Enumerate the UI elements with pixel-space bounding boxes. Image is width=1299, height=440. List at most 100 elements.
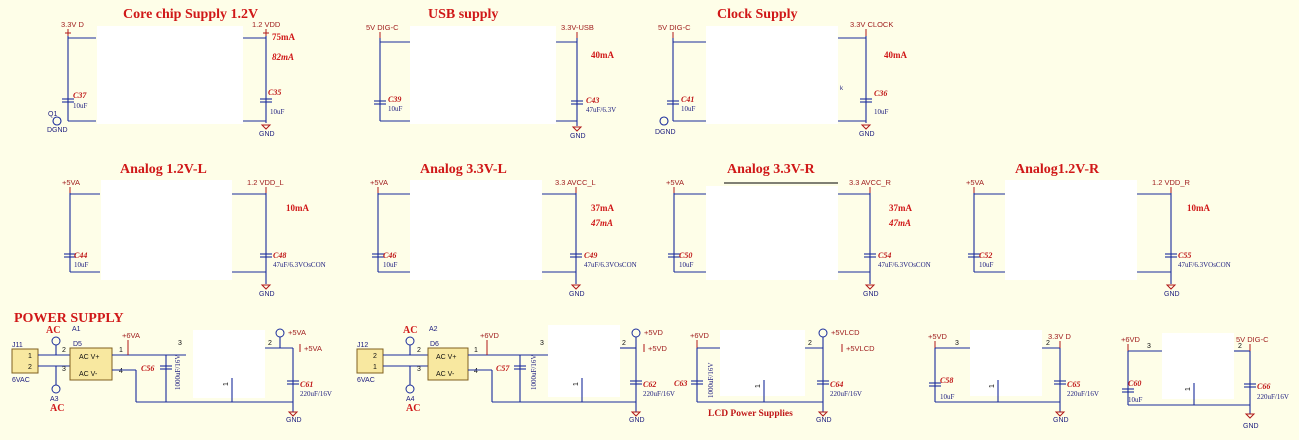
svg-text:2: 2 (1238, 343, 1242, 350)
net-gnd-clock: GND (859, 131, 875, 138)
a12r-ic-placeholder (1005, 180, 1137, 280)
current-47ma-l: 47mA (590, 218, 613, 228)
a12l-ic-placeholder (101, 180, 232, 280)
cap-c60-label: C60 (1128, 379, 1141, 388)
ac-label-top-b: AC (403, 325, 417, 336)
d5-acvminus: AC V- (79, 371, 98, 378)
net-5vdigc-usb-label: 5V DIG-C (366, 23, 399, 32)
net-5vlcd-flag: +5VLCD (846, 344, 875, 353)
cap-c35-value: 10uF (270, 108, 285, 116)
power-supply-b-block: J12 21 6VAC 23 AC A2 A4 AC D6 AC V+ AC V… (356, 325, 675, 424)
lcd-supply-block: +6VD C63 1000uF/16V 1 2 +5VLCD +5VLCD C6… (674, 328, 875, 424)
cap-c55-value: 47uF/6.3VOsCON (1178, 261, 1231, 269)
ac-label-bottom-a: AC (50, 403, 64, 414)
clock-supply-block: 5V DIG-C C41 10uF DGND 3.3V CLOCK 40mA C… (655, 20, 907, 138)
net-6vd-lcd: +6VD (690, 331, 710, 340)
svg-text:2: 2 (1046, 340, 1050, 347)
net-33vusb-label: 3.3V-USB (561, 23, 594, 32)
current-10ma-r: 10mA (1187, 203, 1210, 213)
net-5va-a33r: +5VA (666, 178, 684, 187)
net-5vd-top: +5VD (644, 328, 664, 337)
svg-text:4: 4 (474, 368, 478, 375)
current-37ma-r: 37mA (889, 203, 912, 213)
d5-label: D5 (73, 341, 82, 348)
net-33vd-out: 3.3V D (1048, 332, 1072, 341)
cap-c65-value: 220uF/16V (1067, 390, 1099, 398)
net-33avccr-label: 3.3 AVCC_R (849, 178, 892, 187)
cap-c50-label: C50 (679, 251, 692, 260)
cap-c48-label: C48 (273, 251, 286, 260)
a3-label: A3 (50, 396, 59, 403)
net-gnd-usb: GND (570, 133, 586, 140)
analog-12v-r-block: +5VA C52 10uF 1.2 VDD_R 10mA C55 47uF/6.… (966, 178, 1231, 298)
svg-text:3: 3 (1147, 343, 1151, 350)
ac-label-bottom-b: AC (406, 403, 420, 414)
net-gnd-ps-b: GND (629, 417, 645, 424)
title-usb-supply: USB supply (428, 7, 498, 22)
d6-label: D6 (430, 341, 439, 348)
j12-label: J12 (357, 342, 368, 349)
current-37ma-l: 37mA (591, 203, 614, 213)
net-gnd-a12l: GND (259, 291, 275, 298)
net-gnd-a33r: GND (863, 291, 879, 298)
d5-acvplus: AC V+ (79, 354, 99, 361)
title-analog-12v-r: Analog1.2V-R (1015, 162, 1100, 177)
core-supply-block: 3.3V D C37 10uF Q1 DGND 1.2 VDD 75mA 82m… (47, 20, 295, 138)
net-5va-a33l: +5VA (370, 178, 388, 187)
net-5va-a12r: +5VA (966, 178, 984, 187)
cap-c49-value: 47uF/6.3VOsCON (584, 261, 637, 269)
current-40ma-clock: 40mA (884, 50, 907, 60)
cap-c61-value: 220uF/16V (300, 390, 332, 398)
analog-12v-l-block: +5VA C44 10uF 1.2 VDD_L 10mA C48 47uF/6.… (62, 178, 326, 298)
cap-c39-value: 10uF (388, 105, 403, 113)
d6-acvplus: AC V+ (436, 354, 456, 361)
cap-c62-label: C62 (643, 380, 656, 389)
net-12vdd-label: 1.2 VDD (252, 20, 281, 29)
net-5va-a12l: +5VA (62, 178, 80, 187)
net-gnd-core: GND (259, 131, 275, 138)
svg-text:2: 2 (28, 364, 32, 371)
net-5vd-flag: +5VD (648, 344, 668, 353)
cap-c35-label: C35 (268, 88, 281, 97)
current-75ma: 75mA (272, 32, 295, 42)
cap-c60-value: 10uF (1128, 396, 1143, 404)
cap-c50-value: 10uF (679, 261, 694, 269)
cap-c46-value: 10uF (383, 261, 398, 269)
cap-c58-value: 10uF (940, 393, 955, 401)
cap-c54-value: 47uF/6.3VOsCON (878, 261, 931, 269)
d5-bridge-rectifier (69, 347, 113, 381)
net-gnd-ps-a: GND (286, 417, 302, 424)
cap-c52-value: 10uF (979, 261, 994, 269)
svg-text:2: 2 (808, 340, 812, 347)
cap-c37-label: C37 (73, 91, 87, 100)
cap-c41-value: 10uF (681, 105, 696, 113)
cap-c63-label: C63 (674, 379, 687, 388)
cap-c46-label: C46 (383, 251, 396, 260)
analog-33v-l-block: +5VA C46 10uF 3.3 AVCC_L 37mA 47mA C49 4… (370, 178, 637, 298)
net-5vdigc-out: 5V DIG-C (1236, 335, 1269, 344)
svg-text:4: 4 (119, 368, 123, 375)
cap-c41-label: C41 (681, 95, 694, 104)
net-dgnd-label: DGND (47, 127, 68, 134)
analog-33v-r-block: +5VA C50 10uF 3.3 AVCC_R 37mA 47mA C54 4… (666, 178, 931, 298)
svg-text:2: 2 (373, 353, 377, 360)
cap-c36-value: 10uF (874, 108, 889, 116)
cap-c44-label: C44 (74, 251, 87, 260)
regulator-digc-placeholder (1162, 333, 1234, 399)
cap-c39-label: C39 (388, 95, 401, 104)
cap-c62-value: 220uF/16V (643, 390, 675, 398)
svg-text:1: 1 (989, 384, 996, 388)
clock-k-label: k (840, 86, 844, 92)
regulator-33vd-placeholder (970, 330, 1042, 396)
d6-bridge-rectifier (427, 347, 469, 381)
net-6vd-label-b: +6VD (480, 331, 500, 340)
power-supply-a-block: J11 12 6VAC 23 AC A1 A3 AC D5 AC V+ AC V… (11, 325, 332, 424)
current-47ma-r: 47mA (888, 218, 911, 228)
net-33avccl-label: 3.3 AVCC_L (555, 178, 596, 187)
current-82ma: 82mA (272, 52, 294, 62)
net-gnd-a33l: GND (569, 291, 585, 298)
usb-ic-placeholder (410, 26, 556, 124)
svg-text:1: 1 (28, 353, 32, 360)
svg-text:1: 1 (573, 382, 580, 386)
a4-label: A4 (406, 396, 415, 403)
